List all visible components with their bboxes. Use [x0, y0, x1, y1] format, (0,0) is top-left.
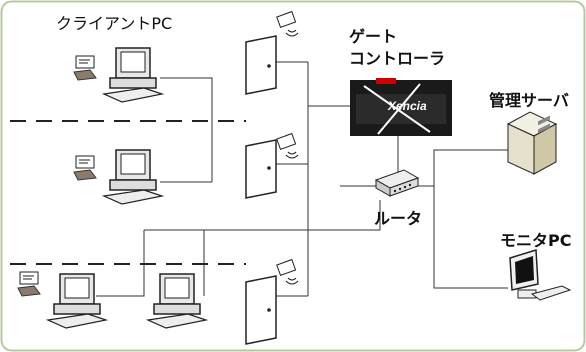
- door-1: [245, 10, 299, 95]
- gate-controller-label: ゲート コントローラ: [349, 26, 445, 70]
- monitor-pc-label: モニタPC: [500, 231, 572, 250]
- card-signal-icon: [276, 10, 299, 37]
- card-signal-icon: [276, 258, 299, 285]
- desktop-computer-icon: [45, 273, 109, 329]
- monitor-pc: [509, 249, 572, 301]
- card-reader-icon: [73, 155, 97, 181]
- router-label: ルータ: [374, 209, 423, 228]
- management-server-label: 管理サーバ: [489, 91, 569, 110]
- client-pc-3: [17, 271, 109, 329]
- gate-logo-text: Xencia: [387, 99, 427, 113]
- door-icon: [245, 139, 277, 199]
- separator-lines: [10, 120, 246, 265]
- card-signal-icon: [276, 132, 299, 159]
- management-server: [506, 111, 558, 175]
- desktop-computer-icon: [101, 149, 165, 205]
- door-3: [245, 258, 299, 345]
- router-icon: [374, 169, 420, 197]
- client-pc-4: [145, 273, 209, 329]
- gate-controller-label-line2: コントローラ: [349, 49, 446, 68]
- door-icon: [245, 275, 277, 345]
- monitor-pc-icon: [509, 249, 572, 301]
- desktop-computer-icon: [145, 273, 209, 329]
- card-reader-icon: [73, 55, 97, 81]
- router: [374, 169, 420, 197]
- connection-lines: [96, 61, 510, 297]
- gate-controller-device-icon: Xencia: [350, 78, 452, 136]
- client-pc-label: クライアントPC: [56, 14, 173, 33]
- gate-controller-label-line1: ゲート: [349, 27, 398, 46]
- door-icon: [245, 35, 277, 95]
- server-tower-icon: [506, 111, 558, 175]
- door-2: [245, 132, 299, 199]
- client-pc-1: [73, 47, 165, 103]
- gate-controller: Xencia: [350, 78, 452, 136]
- card-reader-icon: [17, 271, 41, 297]
- desktop-computer-icon: [101, 47, 165, 103]
- client-pc-2: [73, 149, 165, 205]
